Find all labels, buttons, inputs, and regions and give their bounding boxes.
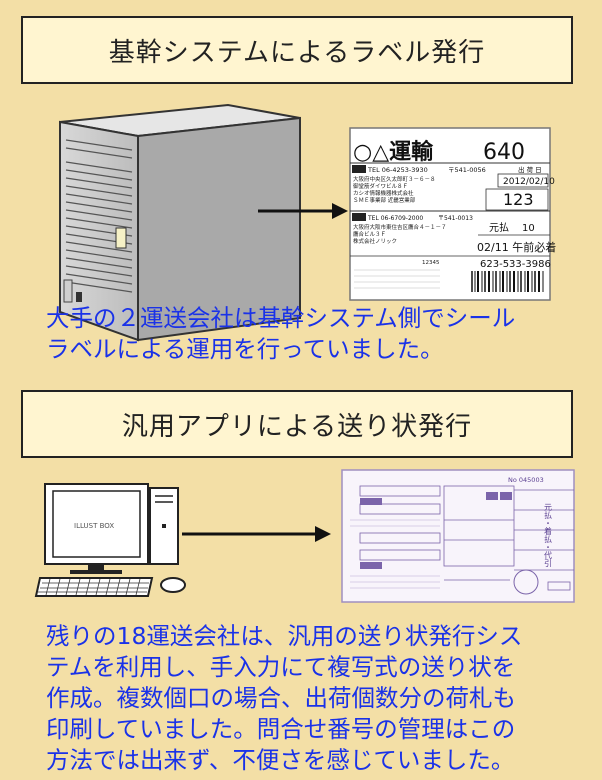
label-date-header: 出 荷 日 [518, 165, 542, 174]
desc-line: ラベルによる運用を行っていました。 [46, 335, 444, 363]
label-delivery: 02/11 午前必着 [477, 240, 556, 254]
slip-fare: 元払・着払・代引 [544, 503, 553, 568]
label-sender-line: 大阪府中央区久太郎町３－６－８ [353, 175, 436, 183]
section-title-slip-issue: 汎用アプリによる送り状発行 [21, 390, 573, 458]
label-number: 640 [483, 140, 525, 165]
label-tracking-code: 623-533-3986 [480, 259, 551, 270]
label-zip-sender: 〒541-0056 [448, 166, 486, 174]
waybill-slip: No 045003 元払・着払・代引 [341, 469, 575, 603]
section-title-label-issue: 基幹システムによるラベル発行 [21, 16, 573, 84]
desc-line: テムを利用し、手入力にて複写式の送り状を [46, 653, 516, 681]
desc-line: 残りの18運送会社は、汎用の送り状発行シス [46, 622, 523, 650]
server-icon [59, 103, 301, 342]
label-date: 2012/02/10 [503, 177, 555, 187]
label-recipient-line: 大阪府大阪市東住吉区鷹合４－１－７ [353, 223, 447, 231]
desc-line: 作成。複数個口の場合、出荷個数分の荷札も [46, 684, 516, 712]
label-qty: 123 [503, 190, 534, 209]
label-zip-recipient: 〒541-0013 [438, 215, 473, 222]
slip-number: No 045003 [508, 476, 544, 484]
label-small-code: 12345 [422, 260, 440, 266]
barcode-icon [471, 271, 544, 292]
section-description-slip: 残りの18運送会社は、汎用の送り状発行シス テムを利用し、手入力にて複写式の送り… [46, 621, 566, 776]
pc-screen-text: ILLUST BOX [74, 522, 114, 530]
desc-line: 印刷していました。問合せ番号の管理はこの [46, 715, 516, 743]
label-weight: 10 [522, 223, 535, 234]
label-tel-recipient: TEL 06-6709-2000 [367, 215, 423, 222]
label-sender-line: ＳＭＥ事業部 近畿営業部 [353, 196, 416, 204]
label-company: ○△運輸 [353, 139, 434, 165]
label-recipient-line: 鷹合ビル３Ｆ [353, 230, 386, 238]
arrow-right-icon [258, 203, 348, 219]
desktop-pc-icon: ILLUST BOX [34, 483, 186, 597]
section-description-label: 大手の２運送会社は基幹システム側でシール ラベルによる運用を行っていました。 [46, 303, 566, 365]
label-sender-line: カシオ情報機器株式会社 [353, 189, 414, 197]
desc-line: 方法では出来ず、不便さを感じていました。 [46, 746, 515, 774]
section-title-text: 汎用アプリによる送り状発行 [121, 411, 473, 442]
label-sender-line: 御堂筋ダイワビル８Ｆ [353, 182, 408, 190]
label-recipient-line: 株式会社ノリック [353, 237, 397, 245]
label-fare: 元払 [489, 221, 509, 234]
shipping-label: ○△運輸 640 TEL 06-4253-3930 〒541-0056 出 荷 … [349, 127, 556, 301]
arrow-right-icon [182, 526, 331, 542]
desc-line: 大手の２運送会社は基幹システム側でシール [46, 304, 516, 332]
section-title-text: 基幹システムによるラベル発行 [108, 37, 486, 68]
label-tel-sender: TEL 06-4253-3930 [367, 166, 428, 174]
